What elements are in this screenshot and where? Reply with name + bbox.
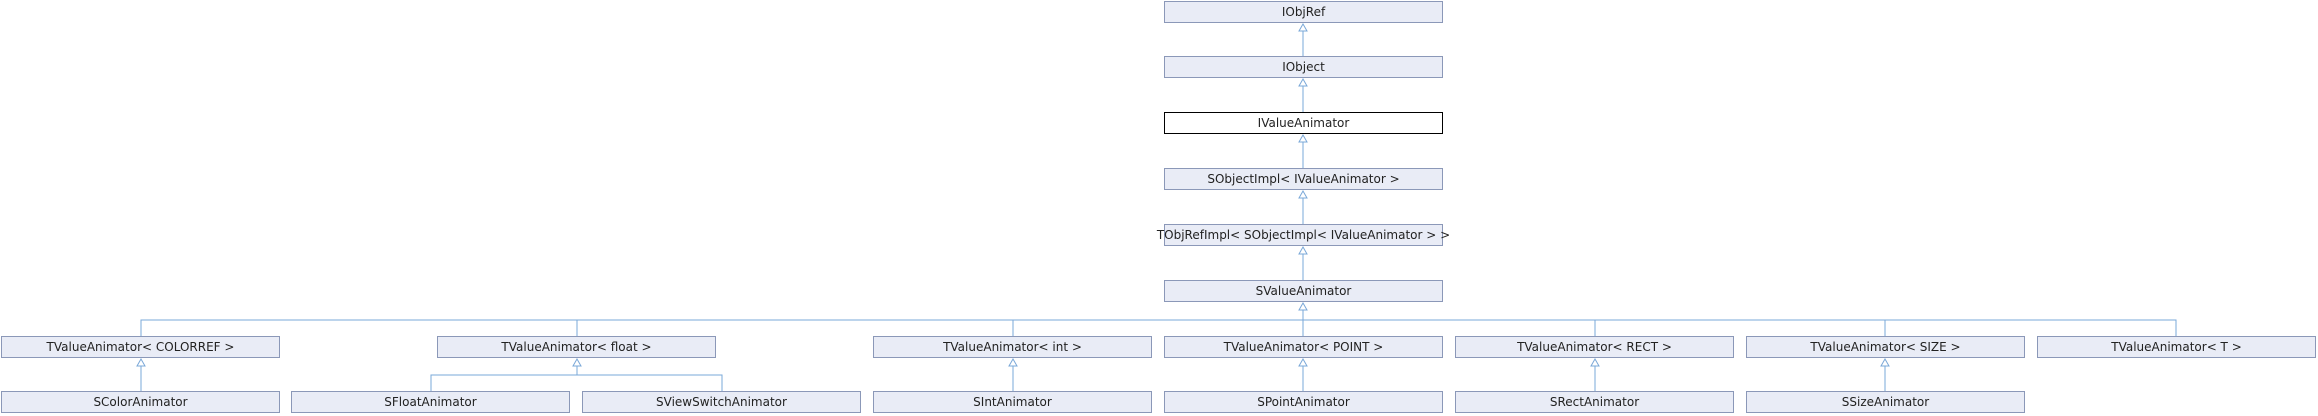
class-node-tvalueanimator-point[interactable]: TValueAnimator< POINT > bbox=[1164, 336, 1443, 358]
arrowhead-svalueanimator bbox=[1298, 301, 1308, 311]
class-node-tvalueanimator-float[interactable]: TValueAnimator< float > bbox=[437, 336, 716, 358]
class-node-tvalueanimator-size[interactable]: TValueAnimator< SIZE > bbox=[1746, 336, 2025, 358]
class-node-svalueanimator[interactable]: SValueAnimator bbox=[1164, 280, 1443, 302]
class-node-tvalueanimator-rect[interactable]: TValueAnimator< RECT > bbox=[1455, 336, 1734, 358]
arrowhead-ivalueanimator bbox=[1298, 133, 1308, 143]
class-node-ssizeanimator[interactable]: SSizeAnimator bbox=[1746, 391, 2025, 413]
class-node-ivalueanimator-current: IValueAnimator bbox=[1164, 112, 1443, 134]
class-node-sfloatanimator[interactable]: SFloatAnimator bbox=[291, 391, 570, 413]
class-node-spointanimator[interactable]: SPointAnimator bbox=[1164, 391, 1443, 413]
arrowhead-iobject bbox=[1298, 77, 1308, 87]
arrowhead-tva-point bbox=[1298, 357, 1308, 367]
arrowhead-iobjref bbox=[1298, 22, 1308, 32]
arrowhead-tva-colorref bbox=[136, 357, 146, 367]
class-node-srectanimator[interactable]: SRectAnimator bbox=[1455, 391, 1734, 413]
class-node-iobjref[interactable]: IObjRef bbox=[1164, 1, 1443, 23]
class-node-tvalueanimator-colorref[interactable]: TValueAnimator< COLORREF > bbox=[1, 336, 280, 358]
class-node-iobject[interactable]: IObject bbox=[1164, 56, 1443, 78]
class-node-sviewswitchanimator[interactable]: SViewSwitchAnimator bbox=[582, 391, 861, 413]
class-node-scoloranimator[interactable]: SColorAnimator bbox=[1, 391, 280, 413]
class-node-sobjectimpl[interactable]: SObjectImpl< IValueAnimator > bbox=[1164, 168, 1443, 190]
arrowhead-tva-int bbox=[1008, 357, 1018, 367]
class-node-sintanimator[interactable]: SIntAnimator bbox=[873, 391, 1152, 413]
class-node-tvalueanimator-int[interactable]: TValueAnimator< int > bbox=[873, 336, 1152, 358]
arrowhead-tva-float bbox=[572, 357, 582, 367]
class-node-tobjrefimpl[interactable]: TObjRefImpl< SObjectImpl< IValueAnimator… bbox=[1157, 224, 1450, 246]
arrowhead-tva-size bbox=[1880, 357, 1890, 367]
arrowhead-tva-rect bbox=[1590, 357, 1600, 367]
arrowhead-sobjectimpl bbox=[1298, 189, 1308, 199]
edge-tvalueanimators-svalueanimator bbox=[140, 303, 2177, 336]
arrowhead-tobjrefimpl bbox=[1298, 245, 1308, 255]
class-node-tvalueanimator-t[interactable]: TValueAnimator< T > bbox=[2037, 336, 2316, 358]
